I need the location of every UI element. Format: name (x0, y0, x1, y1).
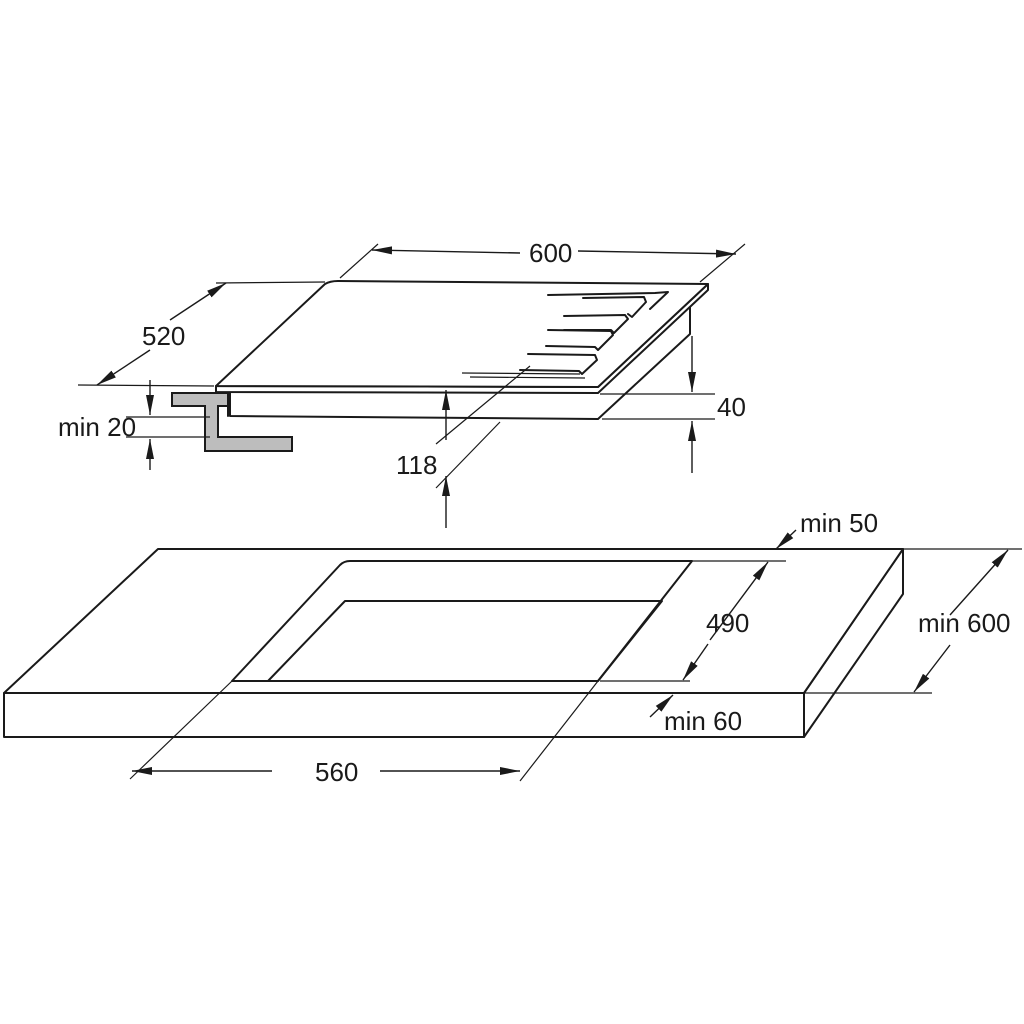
control-knobs (461, 291, 669, 379)
label-hob-depth: 520 (142, 321, 185, 351)
label-hob-width: 600 (529, 238, 572, 268)
label-worktop-depth: min 600 (918, 608, 1011, 638)
dimension-lines (77, 243, 1022, 782)
dimension-labels: 600 520 min 20 40 118 min 50 490 min 600… (58, 238, 1011, 787)
label-cutout-width: 560 (315, 757, 358, 787)
label-hob-height: 40 (717, 392, 746, 422)
label-cutout-depth: 490 (706, 608, 749, 638)
label-bracket-min: min 20 (58, 412, 136, 442)
cutout-inner-edge (267, 600, 663, 682)
label-rear-margin: min 50 (800, 508, 878, 538)
hob-drawing (171, 280, 709, 452)
label-under-clearance: 118 (396, 450, 437, 480)
hob-top-plate (215, 280, 709, 388)
label-front-margin: min 60 (664, 706, 742, 736)
worktop-cutout (231, 560, 693, 682)
worktop-drawing (3, 548, 904, 738)
